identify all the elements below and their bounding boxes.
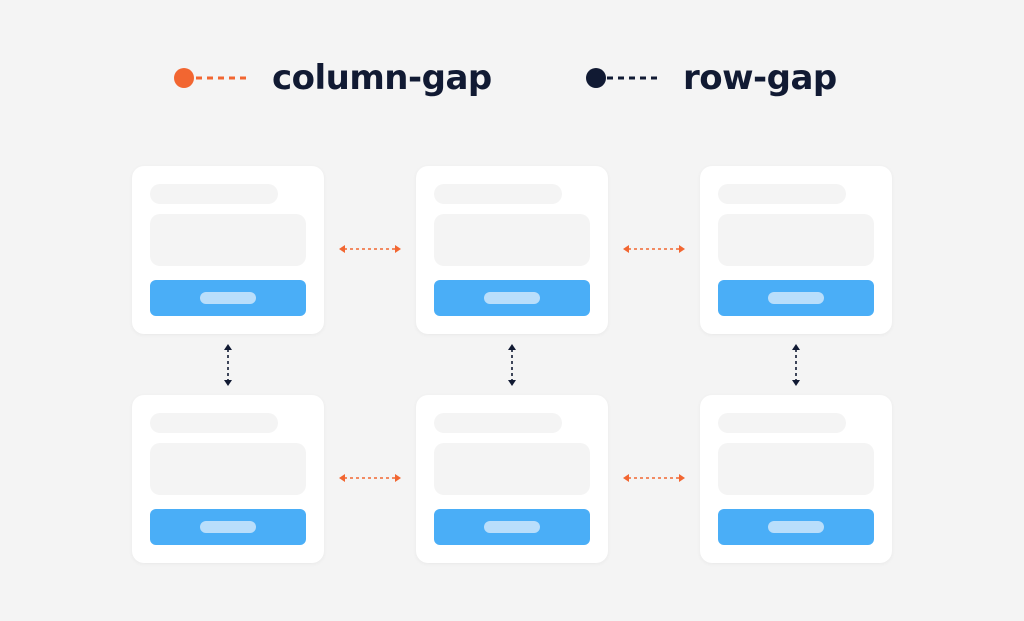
card-button-label-placeholder [484, 521, 540, 533]
horizontal-double-arrow-icon [622, 242, 686, 256]
legend: column-gap row-gap [0, 48, 1024, 108]
card-content-placeholder [718, 443, 874, 495]
legend-column-gap-label: column-gap [272, 58, 492, 98]
card-button-label-placeholder [484, 292, 540, 304]
grid-card [700, 395, 892, 563]
card-title-placeholder [150, 413, 278, 433]
vertical-double-arrow-icon [505, 343, 519, 387]
card-button[interactable] [150, 280, 306, 316]
card-button-label-placeholder [768, 292, 824, 304]
card-content-placeholder [434, 214, 590, 266]
card-title-placeholder [150, 184, 278, 204]
card-content-placeholder [718, 214, 874, 266]
navy-dot-dashed-line-icon [585, 66, 663, 90]
card-title-placeholder [718, 184, 846, 204]
card-button[interactable] [718, 280, 874, 316]
card-content-placeholder [434, 443, 590, 495]
card-button[interactable] [434, 509, 590, 545]
card-button[interactable] [718, 509, 874, 545]
grid-card [700, 166, 892, 334]
orange-dot-dashed-line-icon [172, 66, 252, 90]
card-content-placeholder [150, 443, 306, 495]
card-title-placeholder [718, 413, 846, 433]
card-button[interactable] [434, 280, 590, 316]
legend-row-gap-label: row-gap [683, 58, 837, 98]
grid-card [132, 166, 324, 334]
card-button-label-placeholder [200, 521, 256, 533]
card-title-placeholder [434, 184, 562, 204]
card-button-label-placeholder [200, 292, 256, 304]
horizontal-double-arrow-icon [622, 471, 686, 485]
legend-column-gap: column-gap [172, 48, 492, 108]
vertical-double-arrow-icon [221, 343, 235, 387]
horizontal-double-arrow-icon [338, 471, 402, 485]
card-button-label-placeholder [768, 521, 824, 533]
card-content-placeholder [150, 214, 306, 266]
vertical-double-arrow-icon [789, 343, 803, 387]
card-button[interactable] [150, 509, 306, 545]
grid-card [416, 166, 608, 334]
grid-card [132, 395, 324, 563]
card-title-placeholder [434, 413, 562, 433]
horizontal-double-arrow-icon [338, 242, 402, 256]
legend-row-gap: row-gap [585, 48, 837, 108]
grid-card [416, 395, 608, 563]
